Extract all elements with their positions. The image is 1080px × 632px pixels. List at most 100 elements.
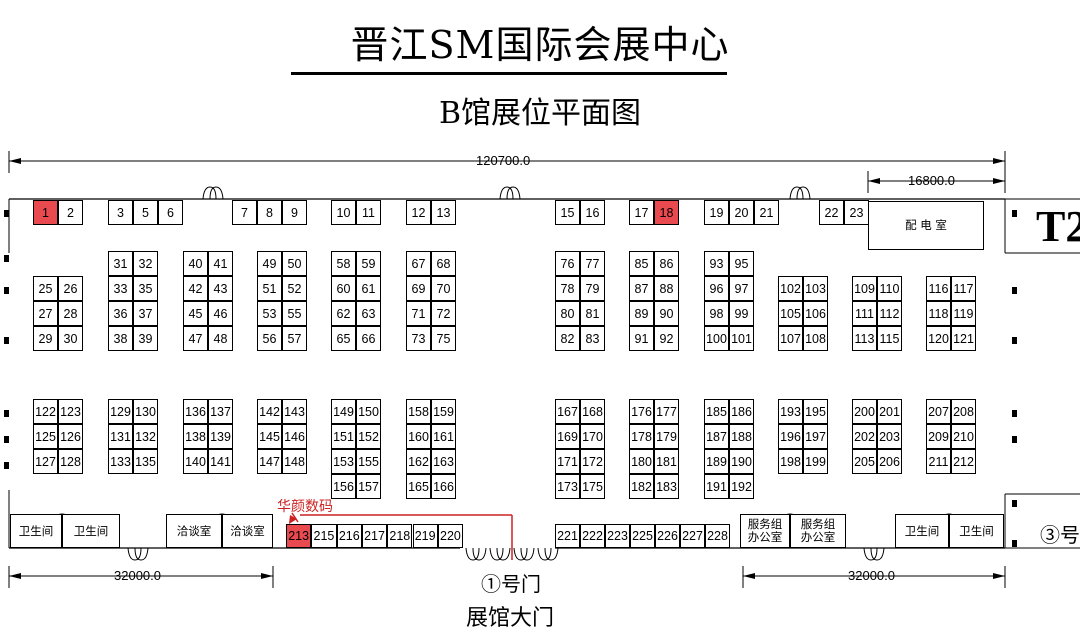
booth-159[interactable]: 159 — [431, 399, 456, 424]
booth-201[interactable]: 201 — [877, 399, 902, 424]
booth-157[interactable]: 157 — [356, 474, 381, 499]
booth-208[interactable]: 208 — [951, 399, 976, 424]
booth-86[interactable]: 86 — [654, 251, 679, 276]
booth-37[interactable]: 37 — [133, 301, 158, 326]
booth-222[interactable]: 222 — [580, 524, 605, 548]
booth-125[interactable]: 125 — [33, 424, 58, 449]
booth-61[interactable]: 61 — [356, 276, 381, 301]
booth-41[interactable]: 41 — [208, 251, 233, 276]
booth-117[interactable]: 117 — [951, 276, 976, 301]
booth-65[interactable]: 65 — [331, 326, 356, 351]
booth-206[interactable]: 206 — [877, 449, 902, 474]
booth-190[interactable]: 190 — [729, 449, 754, 474]
booth-75[interactable]: 75 — [431, 326, 456, 351]
booth-100[interactable]: 100 — [704, 326, 729, 351]
booth-95[interactable]: 95 — [729, 251, 754, 276]
booth-176[interactable]: 176 — [629, 399, 654, 424]
booth-171[interactable]: 171 — [555, 449, 580, 474]
booth-69[interactable]: 69 — [406, 276, 431, 301]
booth-223[interactable]: 223 — [605, 524, 630, 548]
booth-140[interactable]: 140 — [183, 449, 208, 474]
booth-42[interactable]: 42 — [183, 276, 208, 301]
booth-106[interactable]: 106 — [803, 301, 828, 326]
booth-212[interactable]: 212 — [951, 449, 976, 474]
booth-90[interactable]: 90 — [654, 301, 679, 326]
booth-213[interactable]: 213 — [286, 524, 312, 548]
booth-127[interactable]: 127 — [33, 449, 58, 474]
booth-162[interactable]: 162 — [406, 449, 431, 474]
booth-146[interactable]: 146 — [282, 424, 307, 449]
booth-135[interactable]: 135 — [133, 449, 158, 474]
booth-217[interactable]: 217 — [361, 524, 388, 548]
booth-165[interactable]: 165 — [406, 474, 431, 499]
booth-79[interactable]: 79 — [580, 276, 605, 301]
booth-67[interactable]: 67 — [406, 251, 431, 276]
booth-151[interactable]: 151 — [331, 424, 356, 449]
booth-27[interactable]: 27 — [33, 301, 58, 326]
booth-178[interactable]: 178 — [629, 424, 654, 449]
booth-6[interactable]: 6 — [158, 200, 183, 225]
booth-170[interactable]: 170 — [580, 424, 605, 449]
booth-72[interactable]: 72 — [431, 301, 456, 326]
booth-105[interactable]: 105 — [778, 301, 803, 326]
booth-161[interactable]: 161 — [431, 424, 456, 449]
booth-97[interactable]: 97 — [729, 276, 754, 301]
booth-70[interactable]: 70 — [431, 276, 456, 301]
booth-152[interactable]: 152 — [356, 424, 381, 449]
booth-181[interactable]: 181 — [654, 449, 679, 474]
booth-23[interactable]: 23 — [844, 200, 869, 225]
booth-55[interactable]: 55 — [282, 301, 307, 326]
booth-15[interactable]: 15 — [555, 200, 580, 225]
booth-1[interactable]: 1 — [33, 200, 58, 225]
booth-22[interactable]: 22 — [819, 200, 844, 225]
booth-107[interactable]: 107 — [778, 326, 803, 351]
booth-166[interactable]: 166 — [431, 474, 456, 499]
booth-101[interactable]: 101 — [729, 326, 754, 351]
booth-172[interactable]: 172 — [580, 449, 605, 474]
booth-163[interactable]: 163 — [431, 449, 456, 474]
booth-36[interactable]: 36 — [108, 301, 133, 326]
booth-47[interactable]: 47 — [183, 326, 208, 351]
booth-17[interactable]: 17 — [629, 200, 654, 225]
booth-153[interactable]: 153 — [331, 449, 356, 474]
booth-57[interactable]: 57 — [282, 326, 307, 351]
booth-92[interactable]: 92 — [654, 326, 679, 351]
booth-148[interactable]: 148 — [282, 449, 307, 474]
booth-62[interactable]: 62 — [331, 301, 356, 326]
booth-82[interactable]: 82 — [555, 326, 580, 351]
booth-11[interactable]: 11 — [356, 200, 381, 225]
booth-20[interactable]: 20 — [729, 200, 754, 225]
booth-25[interactable]: 25 — [33, 276, 58, 301]
booth-3[interactable]: 3 — [108, 200, 133, 225]
booth-129[interactable]: 129 — [108, 399, 133, 424]
booth-109[interactable]: 109 — [852, 276, 877, 301]
booth-119[interactable]: 119 — [951, 301, 976, 326]
booth-175[interactable]: 175 — [580, 474, 605, 499]
booth-68[interactable]: 68 — [431, 251, 456, 276]
booth-173[interactable]: 173 — [555, 474, 580, 499]
booth-187[interactable]: 187 — [704, 424, 729, 449]
booth-93[interactable]: 93 — [704, 251, 729, 276]
booth-29[interactable]: 29 — [33, 326, 58, 351]
booth-188[interactable]: 188 — [729, 424, 754, 449]
booth-196[interactable]: 196 — [778, 424, 803, 449]
booth-85[interactable]: 85 — [629, 251, 654, 276]
booth-46[interactable]: 46 — [208, 301, 233, 326]
booth-122[interactable]: 122 — [33, 399, 58, 424]
booth-33[interactable]: 33 — [108, 276, 133, 301]
booth-185[interactable]: 185 — [704, 399, 729, 424]
booth-13[interactable]: 13 — [431, 200, 456, 225]
booth-60[interactable]: 60 — [331, 276, 356, 301]
booth-28[interactable]: 28 — [58, 301, 83, 326]
booth-21[interactable]: 21 — [754, 200, 779, 225]
booth-142[interactable]: 142 — [257, 399, 282, 424]
booth-50[interactable]: 50 — [282, 251, 307, 276]
booth-128[interactable]: 128 — [58, 449, 83, 474]
booth-198[interactable]: 198 — [778, 449, 803, 474]
booth-169[interactable]: 169 — [555, 424, 580, 449]
booth-89[interactable]: 89 — [629, 301, 654, 326]
booth-30[interactable]: 30 — [58, 326, 83, 351]
booth-87[interactable]: 87 — [629, 276, 654, 301]
booth-71[interactable]: 71 — [406, 301, 431, 326]
booth-138[interactable]: 138 — [183, 424, 208, 449]
